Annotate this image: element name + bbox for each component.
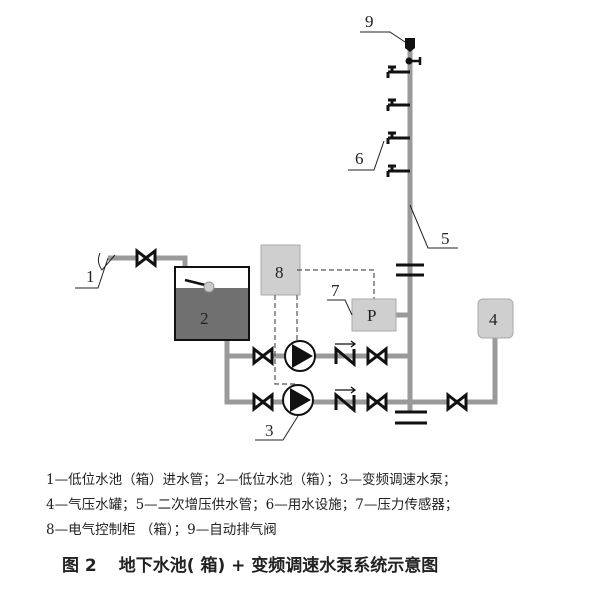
faucet-icon xyxy=(386,65,412,80)
figure-caption: 图 2 地下水池( 箱) + 变频调速水泵系统示意图 xyxy=(62,551,460,576)
faucet-icon xyxy=(386,98,412,113)
label-5: 5 xyxy=(441,229,450,248)
inlet-valve-icon xyxy=(135,249,157,267)
pump-icon xyxy=(282,384,314,416)
control-cabinet xyxy=(260,244,301,296)
gate-valve-icon xyxy=(252,347,274,365)
gate-valve-icon xyxy=(366,393,388,411)
figure-title: 地下水池( 箱) + 变频调速水泵系统示意图 xyxy=(118,556,439,576)
air-vent-valve-icon xyxy=(405,38,422,65)
pressure-tank xyxy=(477,298,514,339)
legend-line-2: 4—气压水罐；5—二次增压供水管；6—用水设施；7—压力传感器； xyxy=(46,497,459,513)
label-6: 6 xyxy=(355,149,364,168)
control-wires xyxy=(274,269,375,385)
legend-line-3: 8—电气控制柜 （箱）；9—自动排气阀 xyxy=(46,522,277,538)
label-2: 2 xyxy=(200,309,209,328)
label-9: 9 xyxy=(365,12,374,31)
label-7: 7 xyxy=(331,281,340,300)
water-supply-diagram: 1 2 8 P 7 4 3 5 6 xyxy=(75,12,514,441)
leader-1 xyxy=(75,252,116,289)
label-8: 8 xyxy=(275,263,284,282)
pump-icon xyxy=(284,340,316,372)
leader-3 xyxy=(255,415,299,441)
check-valve-icon xyxy=(333,339,357,366)
leader-7 xyxy=(327,299,353,316)
faucet-icon xyxy=(386,131,412,146)
sensor-label: P xyxy=(367,306,376,325)
leader-9 xyxy=(360,31,406,43)
gate-valve-icon xyxy=(252,393,274,411)
low-tank xyxy=(174,266,250,341)
label-1: 1 xyxy=(86,267,95,286)
leader-6 xyxy=(348,140,385,171)
check-valve-icon xyxy=(333,385,357,412)
gate-valve-icon xyxy=(366,347,388,365)
flange-icons xyxy=(395,263,427,425)
faucet-icon xyxy=(386,164,412,179)
label-3: 3 xyxy=(265,421,274,440)
figure-number: 图 2 xyxy=(62,556,97,576)
leader-5 xyxy=(409,204,458,249)
legend-line-1: 1—低位水池（箱）进水管；2—低位水池（箱）；3—变频调速水泵； xyxy=(46,472,457,488)
label-4: 4 xyxy=(489,310,498,329)
gate-valve-icon xyxy=(446,393,468,411)
